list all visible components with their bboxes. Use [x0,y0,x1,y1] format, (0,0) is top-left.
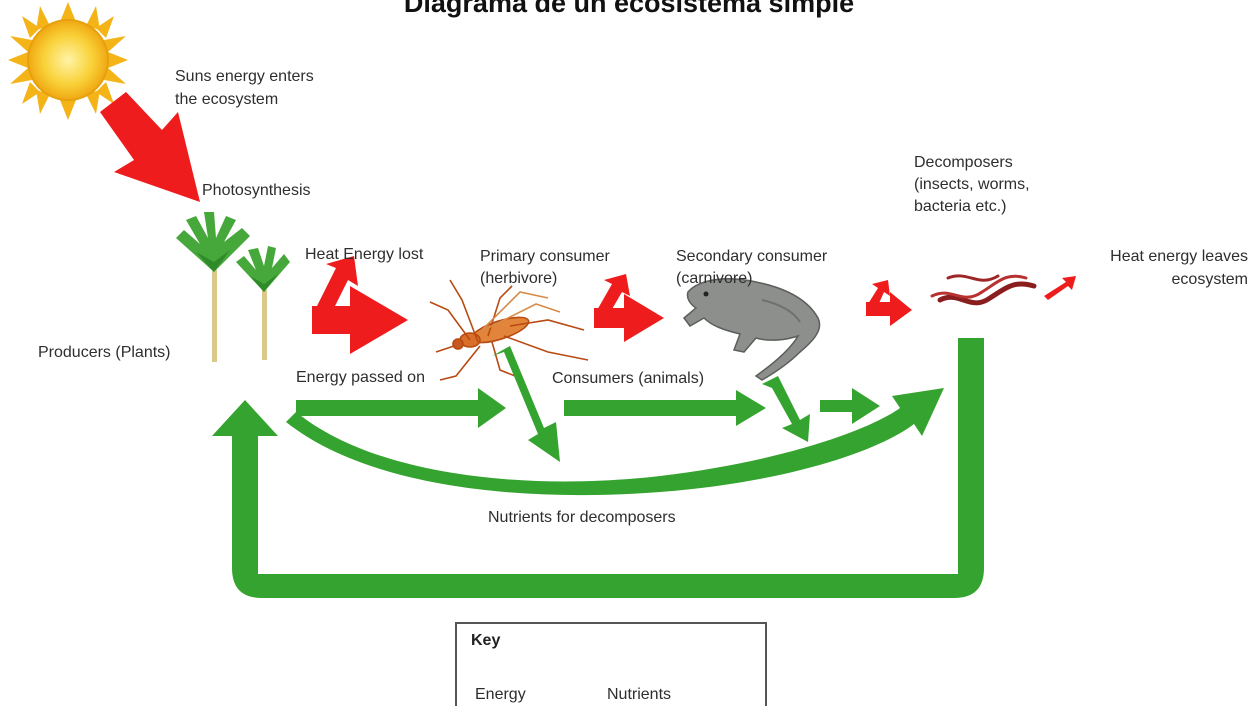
legend-title: Key [471,632,501,649]
heat-lost-arrow-1 [312,256,408,354]
legend-nutrients-label: Nutrients [607,686,672,703]
label-decomposers-2: (insects, worms, [914,176,1030,193]
label-heat-leaves-2: ecosystem [1171,271,1248,288]
legend-key: Key Energy Nutrients [455,622,767,706]
plant-icon [176,212,290,362]
label-heat-leaves-1: Heat energy leaves [1110,248,1248,265]
nutrient-arrows [212,338,984,598]
diagram-title: Diagrama de un ecosistema simple [403,0,855,18]
label-primary-consumer-1: Primary consumer [480,248,610,265]
label-consumers: Consumers (animals) [552,370,705,387]
sun-icon [8,2,128,120]
label-producers: Producers (Plants) [38,344,171,361]
label-energy-passed-on: Energy passed on [296,369,425,386]
sun-energy-arrow [100,92,200,202]
heat-lost-arrow-3 [866,280,912,326]
heat-lost-arrow-2 [594,274,664,342]
label-heat-energy-lost: Heat Energy lost [305,246,424,263]
legend-energy-label: Energy [475,686,526,703]
mosquito-icon [429,279,589,381]
label-sun-energy-1: Suns energy enters [175,68,314,85]
worm-icon [930,274,1037,306]
label-sun-energy-2: the ecosystem [175,91,279,108]
label-primary-consumer-2: (herbivore) [480,270,558,287]
heat-leaves-arrow [1044,276,1076,300]
label-secondary-consumer-2: (carnivore) [676,270,753,287]
label-nutrients-for-decomposers: Nutrients for decomposers [488,509,676,526]
label-decomposers-1: Decomposers [914,154,1013,171]
label-secondary-consumer-1: Secondary consumer [676,248,828,265]
label-photosynthesis: Photosynthesis [202,182,311,199]
label-decomposers-3: bacteria etc.) [914,198,1007,215]
lizard-icon [682,278,821,381]
